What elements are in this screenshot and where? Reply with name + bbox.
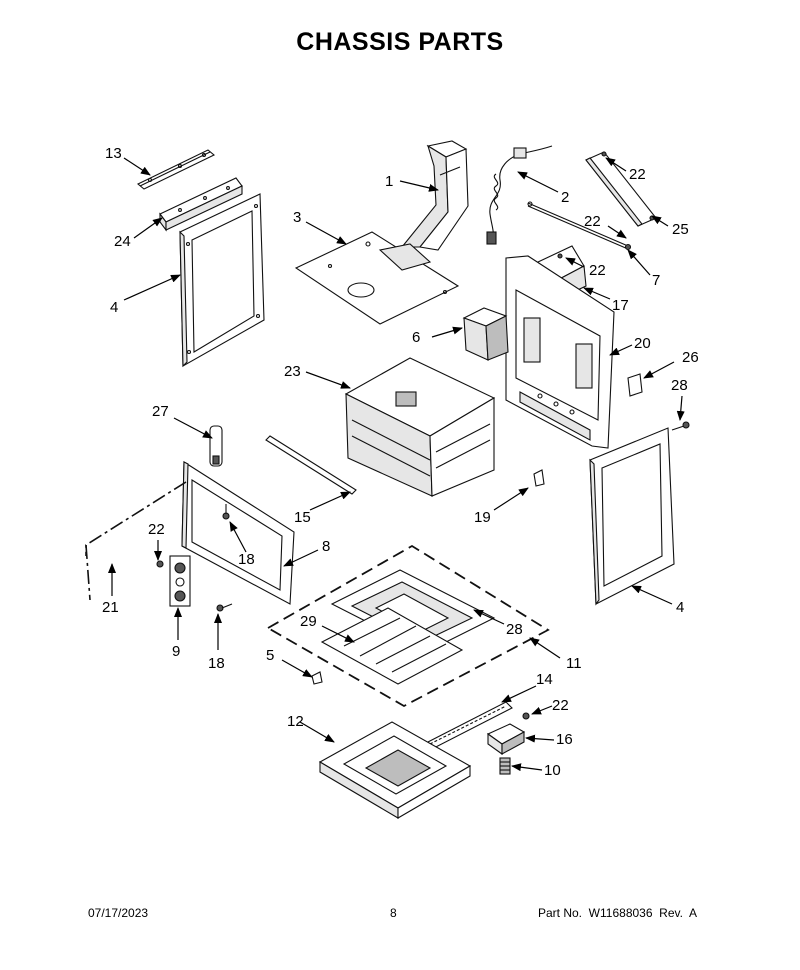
page-title: CHASSIS PARTS [296,28,504,56]
callout-25: 25 [672,221,689,238]
callout-10: 10 [544,762,561,779]
callout-21: 21 [102,599,119,616]
callout-15: 15 [294,509,311,526]
part-10-leveling-foot [499,757,511,775]
part-22-screw-left [156,560,164,568]
callout-24: 24 [114,233,131,250]
callout-4: 4 [676,599,684,616]
part-5-clip [311,671,323,685]
callout-18: 18 [238,551,255,568]
callout-7: 7 [652,272,660,289]
part-26-clip [627,373,643,397]
part-22-screw-bottom [522,712,530,720]
part-6-insulation-block [462,307,509,361]
callout-9: 9 [172,643,180,660]
part-16-bracket [486,723,526,756]
footer-part-number: Part No. W11688036 Rev. A [538,906,697,920]
footer-date: 07/17/2023 [88,906,149,920]
callout-23: 23 [284,363,301,380]
part-13-trim-strip [136,149,216,190]
part-7-rod [527,201,632,251]
part-9-hinge-assembly [169,555,191,607]
part-23-oven-cavity [344,357,496,497]
part-18-screw-lower [216,603,233,612]
part-4-side-panel-right [589,427,675,606]
callout-6: 6 [412,329,420,346]
callout-17: 17 [612,297,629,314]
callout-1: 1 [385,173,393,190]
callout-22: 22 [148,521,165,538]
callout-22: 22 [584,213,601,230]
line-21-seal [85,481,187,556]
part-4-side-panel-left [179,193,265,368]
callout-14: 14 [536,671,553,688]
callout-16: 16 [556,731,573,748]
footer-page-number: 8 [390,906,397,920]
callout-26: 26 [682,349,699,366]
callout-8: 8 [322,538,330,555]
outline-11-bottom-assembly [266,544,550,708]
callout-20: 20 [634,335,651,352]
callout-5: 5 [266,647,274,664]
callout-labels: 13 24 4 1 3 2 22 22 25 22 7 17 6 20 26 2… [102,145,699,779]
leader-arrows [108,157,685,772]
callout-19: 19 [474,509,491,526]
part-1-flue-duct [400,140,469,251]
part-8-front-frame [181,461,295,605]
callout-22: 22 [629,166,646,183]
callout-12: 12 [287,713,304,730]
callout-28: 28 [506,621,523,638]
part-18-screw-upper [222,504,230,520]
part-2-wire-harness [486,145,553,245]
part-20-rear-panel [505,255,615,449]
callout-28: 28 [671,377,688,394]
part-28-screw [671,421,690,431]
callout-3: 3 [293,209,301,226]
callout-22: 22 [552,697,569,714]
part-15-rail [265,435,357,495]
part-27-latch [209,425,223,467]
callout-11: 11 [566,655,582,672]
callout-29: 29 [300,613,317,630]
callout-27: 27 [152,403,169,420]
callout-22: 22 [589,262,606,279]
callout-13: 13 [105,145,122,162]
part-12-drawer [318,721,472,819]
callout-4: 4 [110,299,118,316]
callout-18: 18 [208,655,225,672]
line-21-seal-drop [85,544,91,601]
callout-2: 2 [561,189,569,206]
part-19-clip [533,469,545,487]
